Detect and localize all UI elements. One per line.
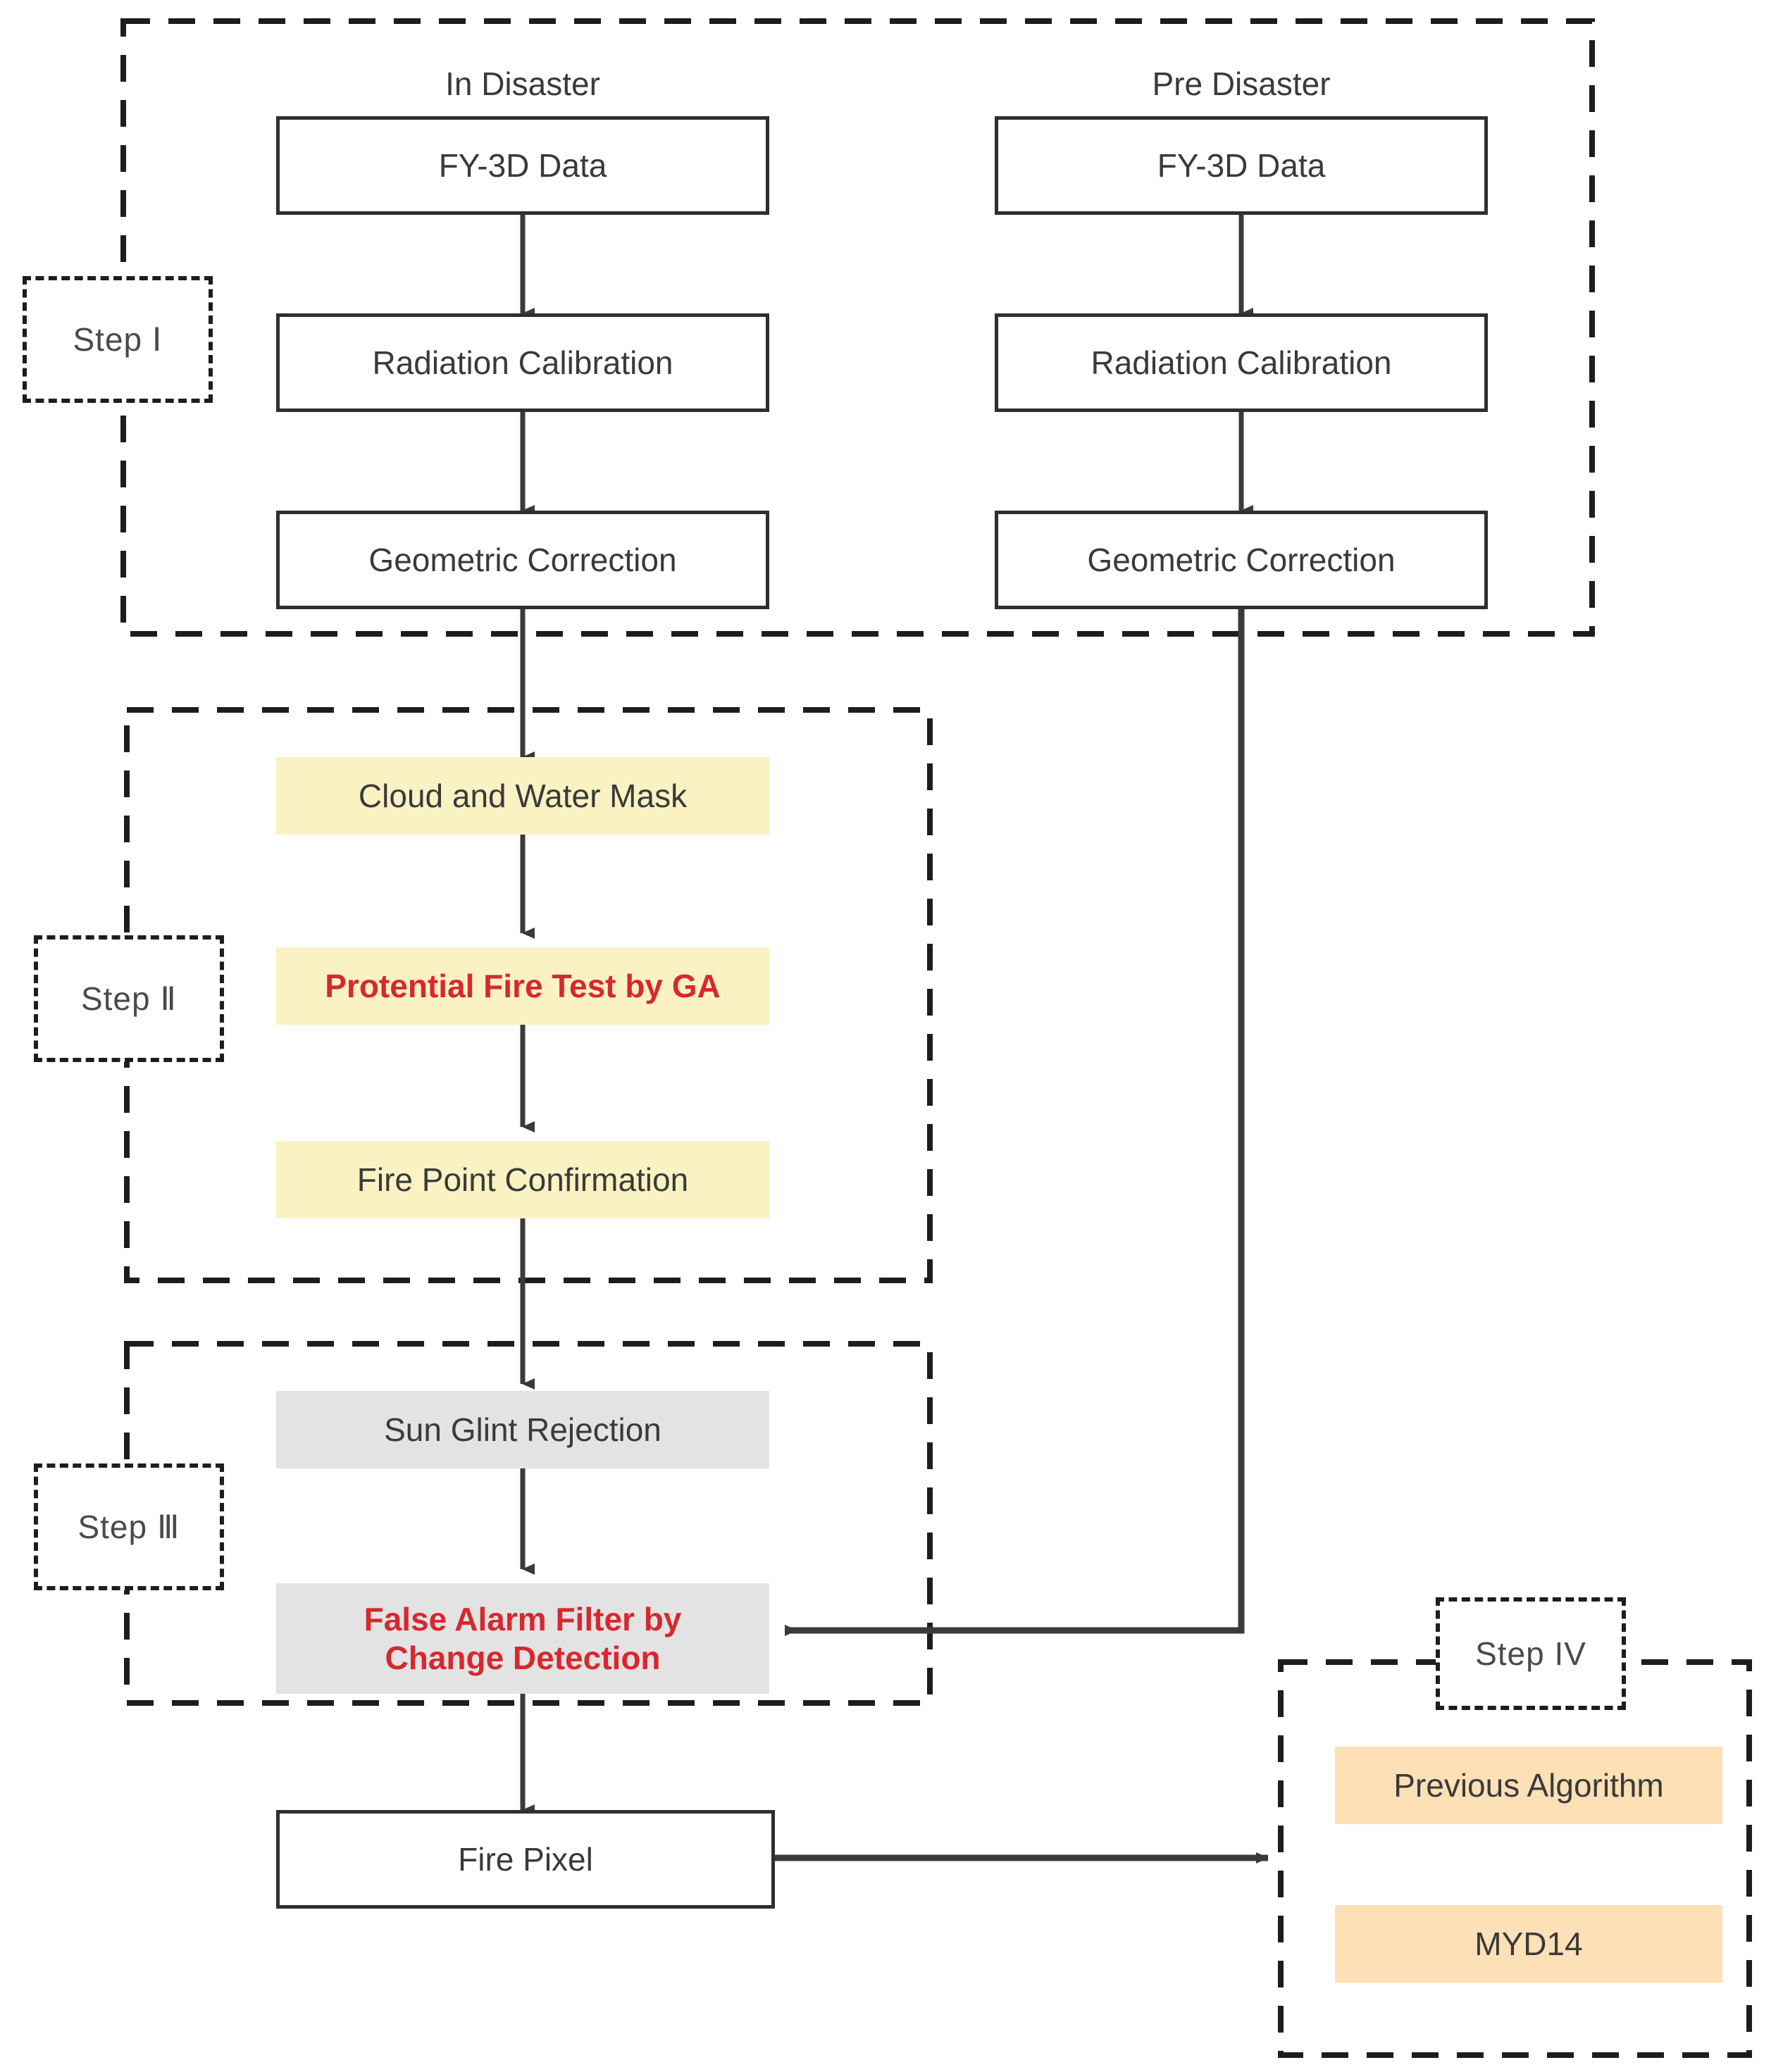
- node-in-disaster-radiation-calibration[interactable]: Radiation Calibration: [276, 313, 769, 412]
- node-in-disaster-fy3d-data[interactable]: FY-3D Data: [276, 116, 769, 215]
- node-pre-disaster-fy3d-data[interactable]: FY-3D Data: [995, 116, 1488, 215]
- node-pre-disaster-radiation-calibration[interactable]: Radiation Calibration: [995, 313, 1488, 412]
- node-false-alarm-filter-by-change-detection[interactable]: False Alarm Filter by Change Detection: [276, 1583, 769, 1694]
- step-label-1: Step Ⅰ: [23, 276, 213, 403]
- column-caption-pre-disaster: Pre Disaster: [1152, 65, 1331, 102]
- node-in-disaster-geometric-correction[interactable]: Geometric Correction: [276, 511, 769, 609]
- column-caption-in-disaster: In Disaster: [445, 65, 600, 102]
- node-myd14[interactable]: MYD14: [1335, 1905, 1722, 1983]
- node-sun-glint-rejection[interactable]: Sun Glint Rejection: [276, 1391, 769, 1468]
- node-potential-fire-test-by-ga[interactable]: Protential Fire Test by GA: [276, 947, 769, 1025]
- false-alarm-filter-line-1: False Alarm Filter by: [364, 1601, 682, 1638]
- node-pre-disaster-geometric-correction[interactable]: Geometric Correction: [995, 511, 1488, 609]
- node-fire-point-confirmation[interactable]: Fire Point Confirmation: [276, 1141, 769, 1218]
- connector-pre-to-false-alarm: [785, 609, 1245, 1636]
- node-cloud-and-water-mask[interactable]: Cloud and Water Mask: [276, 757, 769, 835]
- node-fire-pixel[interactable]: Fire Pixel: [276, 1810, 775, 1909]
- step-4-region: [1278, 1659, 1752, 2058]
- step-label-2: Step Ⅱ: [34, 935, 224, 1062]
- false-alarm-filter-line-2: Change Detection: [385, 1639, 661, 1676]
- node-previous-algorithm[interactable]: Previous Algorithm: [1335, 1747, 1722, 1824]
- step-label-4: Step IV: [1436, 1597, 1626, 1710]
- step-label-3: Step Ⅲ: [34, 1463, 224, 1590]
